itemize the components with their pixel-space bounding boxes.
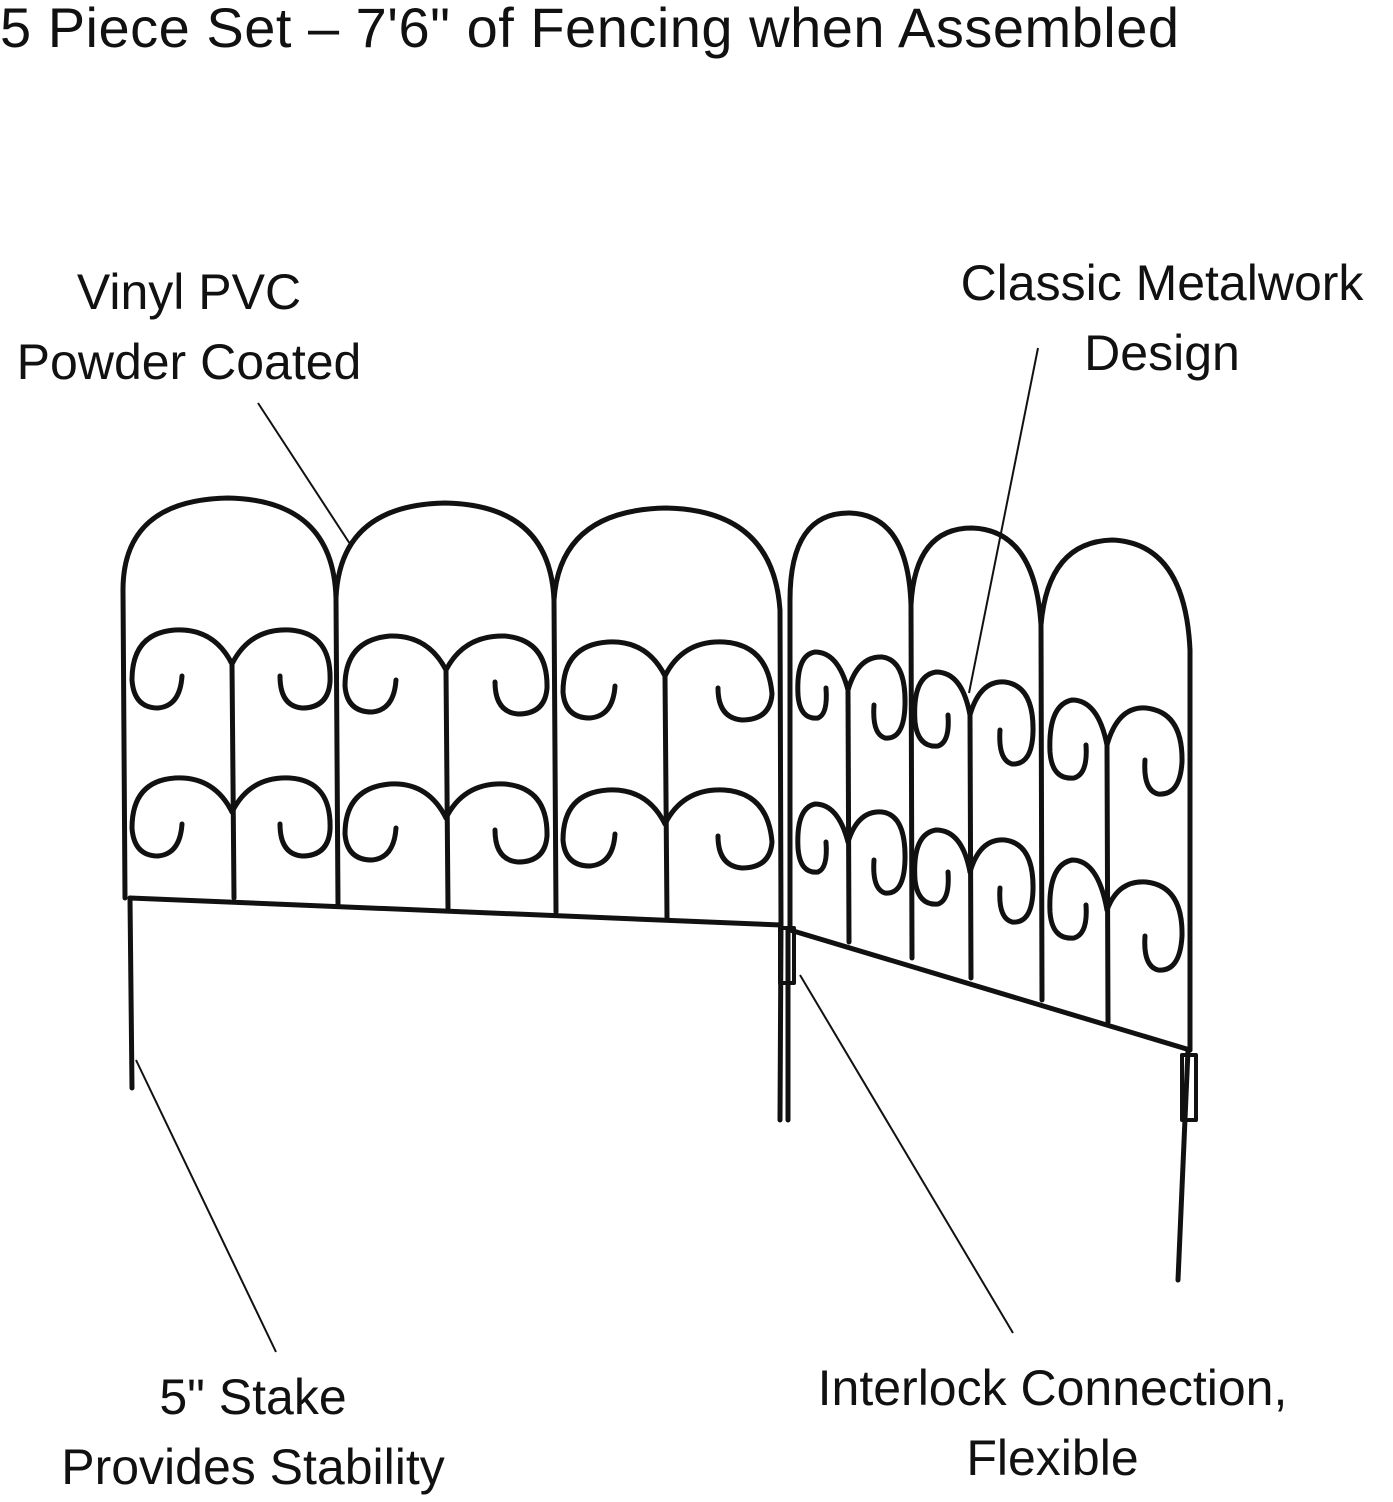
fence-upright (1104, 742, 1111, 1025)
fence-scroll (443, 781, 550, 865)
fence-arch (120, 495, 341, 908)
callout-line: Design (1084, 325, 1240, 381)
fence-scroll (1047, 697, 1110, 781)
callout-vinyl-pvc: Vinyl PVC Powder Coated (0, 257, 378, 397)
fence-scroll (912, 827, 973, 907)
callout-line: Flexible (966, 1430, 1139, 1486)
fence-stake (127, 895, 135, 1091)
fence-scroll (795, 649, 851, 721)
fence-scroll (1104, 705, 1185, 797)
leader-line-metalwork (968, 347, 1039, 694)
fence-arch (551, 505, 784, 928)
fence-rail (127, 895, 784, 928)
fence-scroll (229, 627, 333, 711)
fence-stake (1175, 1047, 1191, 1283)
fence-upright (229, 661, 237, 901)
fence-scroll (795, 801, 851, 875)
fence-scroll (560, 639, 668, 721)
fence-connector (1180, 1053, 1198, 1122)
fence-arch (787, 510, 915, 961)
fence-upright (443, 667, 451, 911)
callout-interlock: Interlock Connection, Flexible (780, 1353, 1325, 1493)
fence-scroll (967, 837, 1036, 925)
fence-upright (662, 673, 670, 921)
fence-rail (787, 927, 1193, 1053)
fence-panel-left (120, 495, 784, 1123)
fence-scroll (443, 633, 550, 717)
page-title: 5 Piece Set – 7'6" of Fencing when Assem… (0, 0, 1180, 59)
fence-illustration (120, 495, 1198, 1283)
leader-line-stake (135, 1059, 277, 1353)
callout-line: Vinyl PVC (76, 264, 302, 320)
fence-scroll (342, 781, 449, 863)
fence-arch (1038, 537, 1193, 1053)
fence-scroll (1047, 857, 1110, 941)
callout-line: Powder Coated (16, 334, 362, 390)
fence-scroll (845, 809, 908, 896)
fence-scroll (229, 775, 333, 859)
fence-connector (778, 926, 796, 985)
callout-line: Provides Stability (61, 1439, 445, 1495)
fence-scroll (342, 633, 449, 715)
fence-scroll (560, 787, 668, 869)
callout-line: 5" Stake (159, 1369, 347, 1425)
callout-line: Interlock Connection, (817, 1360, 1288, 1416)
fence-scroll (662, 639, 775, 723)
fence-scroll (129, 627, 235, 711)
fence-scroll (1104, 879, 1185, 973)
leader-lines (135, 347, 1039, 1353)
fence-upright (967, 712, 974, 981)
leader-line-vinyl (257, 402, 353, 548)
leader-line-interlock (799, 974, 1014, 1334)
fence-scroll (662, 787, 775, 871)
fence-panel-right (778, 510, 1198, 1283)
fence-arch (908, 525, 1045, 1003)
fence-scroll (129, 775, 235, 859)
fence-scroll (845, 654, 908, 741)
fence-scroll (967, 679, 1036, 767)
fence-scroll (912, 669, 973, 749)
fence-upright (845, 687, 852, 945)
callout-classic-metalwork: Classic Metalwork Design (932, 248, 1392, 388)
callout-stake: 5" Stake Provides Stability (30, 1362, 476, 1502)
fence-arch (333, 500, 559, 915)
callout-line: Classic Metalwork (960, 255, 1364, 311)
